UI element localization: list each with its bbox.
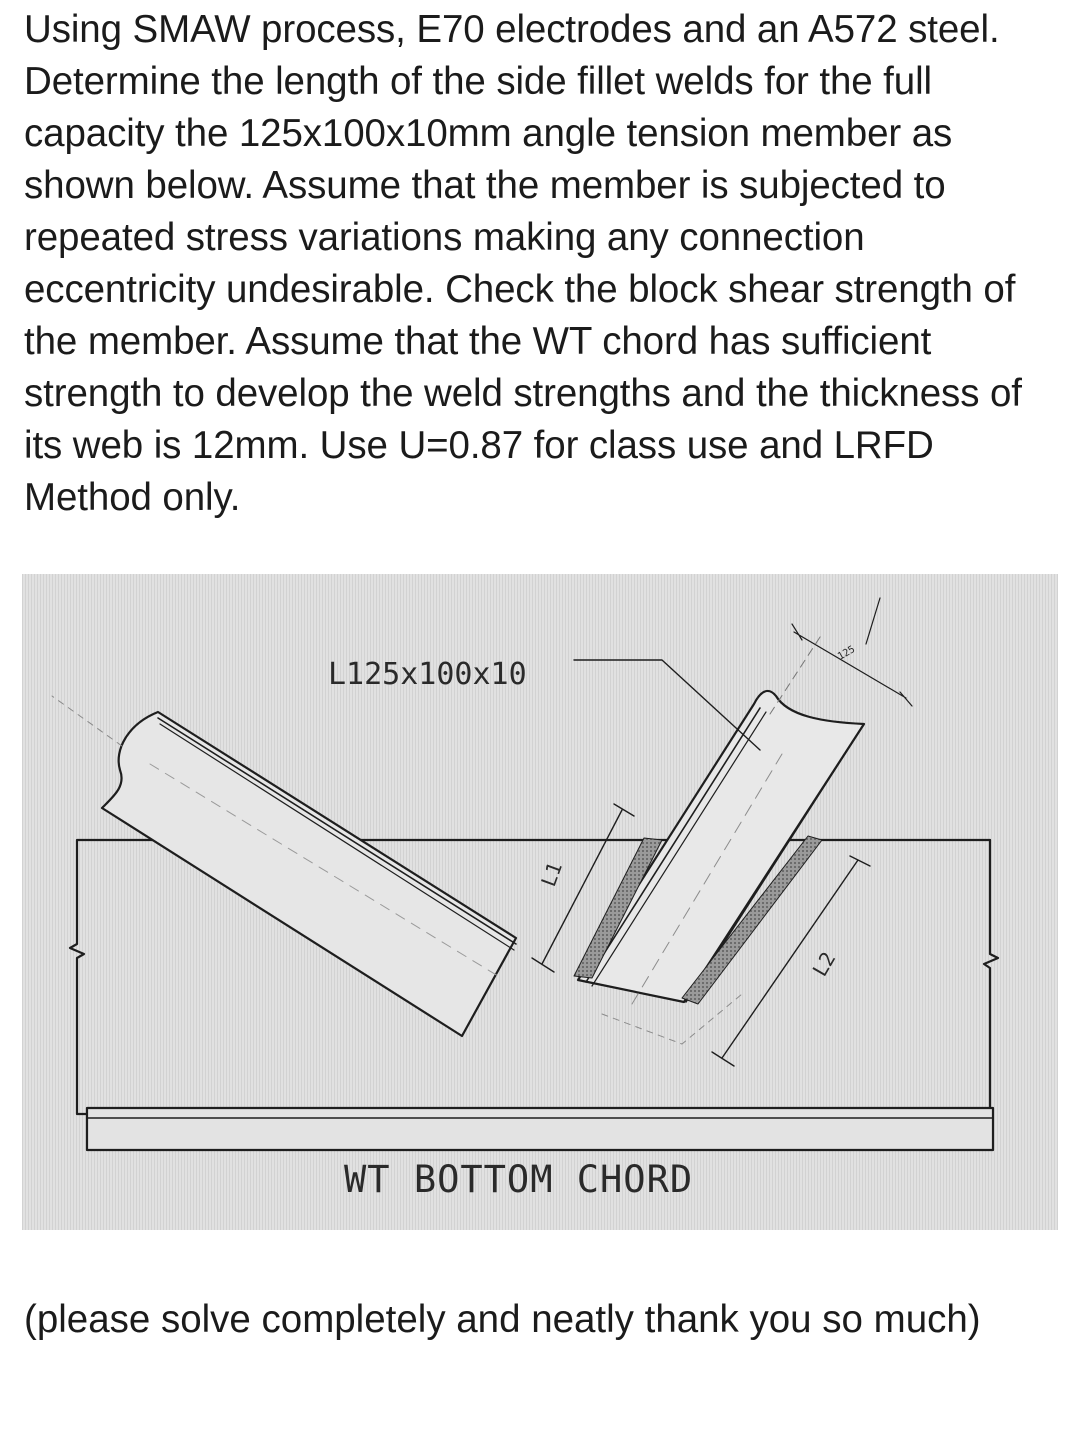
chord-label: WT BOTTOM CHORD: [344, 1158, 693, 1201]
wt-chord-right-edge: [982, 838, 1000, 1116]
wt-chord-outline: [68, 838, 104, 1116]
dimension-line-l2: [711, 855, 871, 1067]
right-angle-member: [576, 689, 866, 1004]
problem-statement: Using SMAW process, E70 electrodes and a…: [24, 8, 1022, 519]
solve-request: (please solve completely and neatly than…: [24, 1298, 981, 1341]
leader-line: [573, 659, 761, 751]
dimension-line-l1: [531, 803, 635, 973]
weld-connection-diagram: L125x100x10 WT BOTTOM CHORD L1 L2 125: [22, 574, 1058, 1230]
left-angle-member: [100, 710, 518, 1038]
wt-chord-flange: [85, 1106, 995, 1152]
member-label: L125x100x10: [328, 657, 527, 692]
dimension-line-width: [791, 597, 913, 707]
weld-bead-1: [573, 837, 663, 979]
weld-bead-2: [681, 835, 823, 1005]
